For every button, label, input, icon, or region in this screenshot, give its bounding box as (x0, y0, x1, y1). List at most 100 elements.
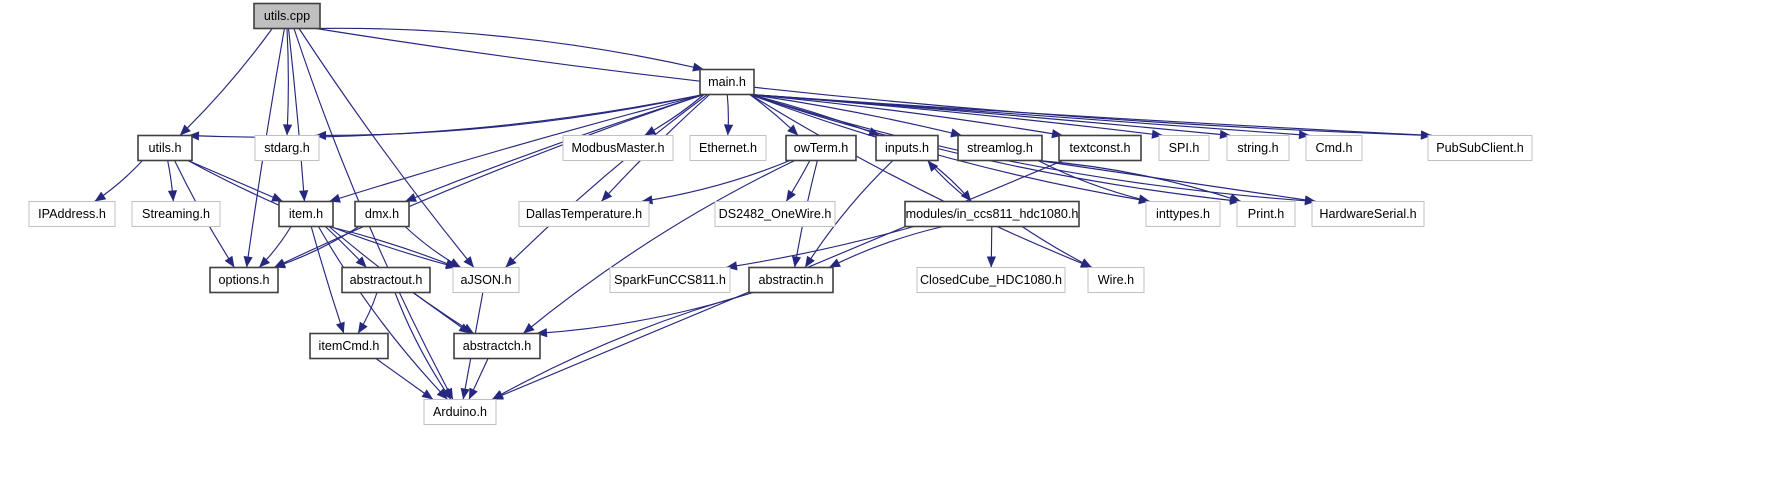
node-box[interactable] (254, 135, 320, 161)
node-label: abstractin.h (758, 273, 823, 287)
node-box[interactable] (341, 266, 431, 294)
graph-node-ethernet-h[interactable]: Ethernet.h (689, 135, 767, 161)
graph-node-abstractch-h[interactable]: abstractch.h (453, 332, 541, 360)
graph-node-main-h[interactable]: main.h (699, 68, 755, 96)
node-box[interactable] (1058, 134, 1142, 162)
node-box[interactable] (785, 134, 857, 162)
node-box[interactable] (875, 134, 939, 162)
dependency-edge (273, 93, 705, 269)
graph-node-wire-h[interactable]: Wire.h (1087, 267, 1145, 293)
node-box[interactable] (453, 332, 541, 360)
graph-node-stdarg-h[interactable]: stdarg.h (254, 135, 320, 161)
graph-node-cmd-h[interactable]: Cmd.h (1305, 135, 1363, 161)
node-box[interactable] (137, 134, 193, 162)
node-box[interactable] (452, 267, 520, 293)
node-box[interactable] (131, 201, 221, 227)
dependency-edge (298, 28, 475, 268)
dependency-edge (749, 93, 963, 137)
graph-node-streamlog-h[interactable]: streamlog.h (957, 134, 1043, 162)
graph-node-streaming-h[interactable]: Streaming.h (131, 201, 221, 227)
graph-node-owterm-h[interactable]: owTerm.h (785, 134, 857, 162)
edge-arrowhead (94, 191, 107, 202)
node-label: PubSubClient.h (1436, 141, 1524, 155)
node-box[interactable] (904, 200, 1080, 228)
node-box[interactable] (562, 135, 674, 161)
node-box[interactable] (1305, 135, 1363, 161)
node-box[interactable] (1311, 201, 1425, 227)
graph-node-inttypes-h[interactable]: inttypes.h (1145, 201, 1221, 227)
dependency-edge (749, 93, 1433, 137)
graph-node-abstractin-h[interactable]: abstractin.h (748, 266, 834, 294)
graph-node-modbusmaster[interactable]: ModbusMaster.h (562, 135, 674, 161)
node-box[interactable] (28, 201, 116, 227)
edge-arrowhead (829, 258, 841, 268)
node-box[interactable] (309, 332, 389, 360)
node-box[interactable] (1087, 267, 1145, 293)
edge-arrowhead (786, 189, 796, 202)
node-label: dmx.h (365, 207, 399, 221)
graph-node-ipaddress-h[interactable]: IPAddress.h (28, 201, 116, 227)
node-box[interactable] (354, 200, 410, 228)
dependency-edge (522, 159, 796, 334)
graph-node-modules-h[interactable]: modules/in_ccs811_hdc1080.h (904, 200, 1080, 228)
graph-node-dmx-h[interactable]: dmx.h (354, 200, 410, 228)
graph-node-ds2482-h[interactable]: DS2482_OneWire.h (714, 201, 836, 227)
graph-node-dallastemp-h[interactable]: DallasTemperature.h (518, 201, 650, 227)
node-label: Ethernet.h (699, 141, 757, 155)
node-box[interactable] (518, 201, 650, 227)
dependency-edge (749, 93, 1317, 203)
edge-arrowhead (259, 256, 271, 268)
graph-node-arduino-h[interactable]: Arduino.h (423, 399, 497, 425)
node-layer: utils.cpp main.h utils.h stdarg.h ModbusMast… (28, 2, 1533, 425)
graph-node-string-h[interactable]: string.h (1226, 135, 1290, 161)
graph-node-print-h[interactable]: Print.h (1236, 201, 1296, 227)
edge-arrowhead (405, 193, 417, 202)
edge-arrowhead (463, 256, 474, 268)
node-box[interactable] (609, 267, 731, 293)
node-box[interactable] (714, 201, 836, 227)
graph-node-utils-cpp[interactable]: utils.cpp (253, 2, 321, 30)
node-box[interactable] (1158, 135, 1210, 161)
graph-node-closedcube-h[interactable]: ClosedCube_HDC1080.h (916, 267, 1066, 293)
node-box[interactable] (1427, 135, 1533, 161)
node-label: inputs.h (885, 141, 929, 155)
graph-node-spi-h[interactable]: SPI.h (1158, 135, 1210, 161)
graph-node-hwserial-h[interactable]: HardwareSerial.h (1311, 201, 1425, 227)
dependency-edge (287, 28, 306, 202)
node-box[interactable] (1226, 135, 1290, 161)
node-label: abstractout.h (350, 273, 423, 287)
graph-node-pubsub-h[interactable]: PubSubClient.h (1427, 135, 1533, 161)
dependency-edge (828, 225, 944, 269)
dependency-edge (317, 226, 448, 400)
node-box[interactable] (423, 399, 497, 425)
graph-node-abstractout-h[interactable]: abstractout.h (341, 266, 431, 294)
graph-node-sparkfun-h[interactable]: SparkFunCCS811.h (609, 267, 731, 293)
graph-node-ajson-h[interactable]: aJSON.h (452, 267, 520, 293)
node-label: utils.h (149, 141, 182, 155)
node-box[interactable] (1236, 201, 1296, 227)
node-box[interactable] (748, 266, 834, 294)
dependency-edge (315, 27, 705, 71)
node-label: HardwareSerial.h (1319, 207, 1416, 221)
node-box[interactable] (699, 68, 755, 96)
node-box[interactable] (957, 134, 1043, 162)
node-box[interactable] (689, 135, 767, 161)
dependency-edge (286, 28, 289, 136)
node-box[interactable] (1145, 201, 1221, 227)
graph-node-item-h[interactable]: item.h (278, 200, 334, 228)
graph-node-options-h[interactable]: options.h (209, 266, 279, 294)
edge-arrowhead (723, 124, 734, 136)
graph-node-utils-h[interactable]: utils.h (137, 134, 193, 162)
graph-node-itemcmd-h[interactable]: itemCmd.h (309, 332, 389, 360)
dependency-edge (505, 94, 708, 268)
node-label: itemCmd.h (319, 339, 380, 353)
node-box[interactable] (278, 200, 334, 228)
graph-node-textconst-h[interactable]: textconst.h (1058, 134, 1142, 162)
node-box[interactable] (253, 2, 321, 30)
graph-node-inputs-h[interactable]: inputs.h (875, 134, 939, 162)
node-box[interactable] (209, 266, 279, 294)
dependency-edge (328, 93, 705, 203)
edge-arrowhead (1080, 258, 1092, 268)
node-box[interactable] (916, 267, 1066, 293)
